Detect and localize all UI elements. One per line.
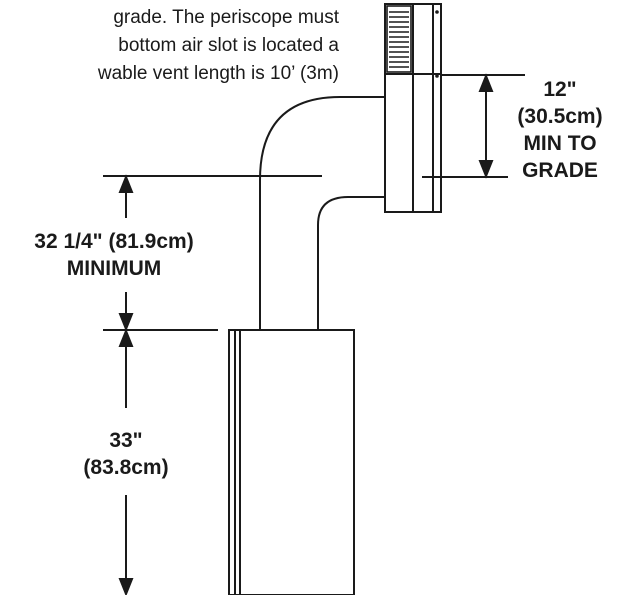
label-unit-height-line-2: (83.8cm)	[83, 456, 169, 479]
dimension-grade-clearance	[422, 73, 525, 179]
label-unit-height-line-1: 33"	[109, 429, 143, 452]
water-heater-unit	[228, 329, 355, 595]
screw-dot	[435, 10, 439, 14]
vent-pipe	[259, 96, 385, 330]
label-vertical-line-2: MINIMUM	[66, 257, 162, 280]
label-clearance-line-1: 12"	[543, 78, 577, 101]
label-unit-height: 33" (83.8cm)	[66, 427, 186, 481]
label-clearance-line-4: GRADE	[522, 159, 598, 182]
label-vertical-minimum: 32 1/4" (81.9cm) MINIMUM	[2, 228, 226, 282]
screw-dot	[435, 74, 439, 78]
intro-text: grade. The periscope must bottom air slo…	[0, 4, 339, 88]
label-clearance-to-grade: 12" (30.5cm) MIN TO GRADE	[494, 76, 626, 184]
label-vertical-line-1: 32 1/4" (81.9cm)	[34, 230, 194, 253]
intro-line-3: wable vent length is 10’ (3m)	[97, 63, 339, 84]
periscope-air-slot	[386, 5, 412, 73]
label-clearance-line-3: MIN TO	[523, 132, 597, 155]
periscope-body	[384, 3, 442, 213]
dimension-vertical-minimum	[103, 174, 322, 332]
intro-line-2: bottom air slot is located a	[118, 35, 339, 56]
intro-line-1: grade. The periscope must	[113, 7, 339, 28]
dimension-unit-height	[118, 328, 134, 595]
label-clearance-line-2: (30.5cm)	[517, 105, 603, 128]
